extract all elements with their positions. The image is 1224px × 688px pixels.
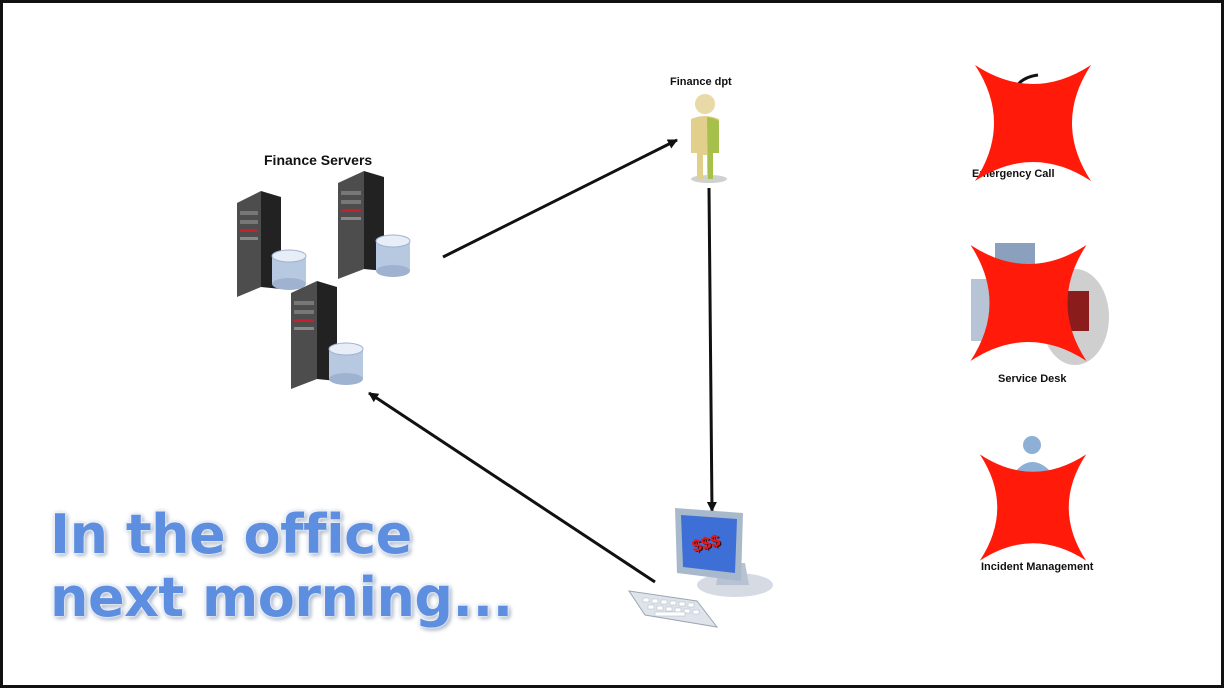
connection-arrows <box>368 138 717 584</box>
service-desk-label: Service Desk <box>998 373 1067 385</box>
person-icon <box>1014 436 1052 473</box>
finance-servers-label: Finance Servers <box>264 152 373 168</box>
server-icon <box>237 191 307 297</box>
finance-dpt-label: Finance dpt <box>670 76 732 88</box>
desktop-computer-icon <box>627 508 773 628</box>
red-x-star-icon <box>970 245 1087 361</box>
headline: In the office next morning... <box>50 503 513 629</box>
server-icon <box>338 171 411 279</box>
arrow-workstation-to-servers <box>368 391 656 584</box>
server-icon <box>291 281 364 389</box>
incident-management-label: Incident Management <box>981 561 1094 573</box>
headline-line-2: next morning... <box>50 566 513 629</box>
arrow-servers-to-finance-dpt <box>442 138 678 259</box>
person-icon <box>691 94 727 183</box>
red-x-star-icon <box>975 65 1091 181</box>
arrow-finance-dpt-to-workstation <box>706 187 717 512</box>
headline-line-1: In the office <box>50 503 412 566</box>
red-x-star-icon <box>979 454 1087 561</box>
